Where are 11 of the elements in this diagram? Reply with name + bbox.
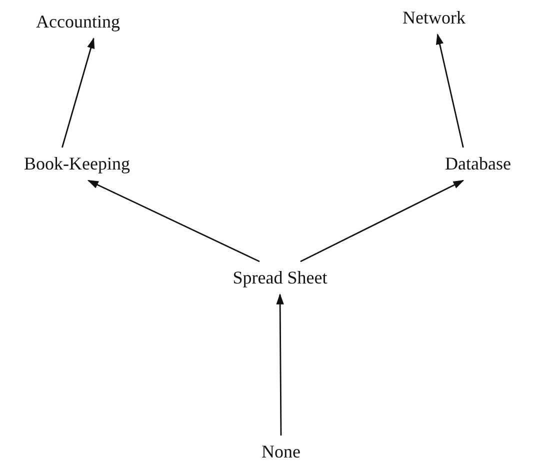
node-label: Database: [445, 154, 511, 174]
arrow: [87, 180, 260, 262]
node-label: Book-Keeping: [24, 154, 130, 174]
node-label: Spread Sheet: [232, 268, 328, 288]
arrow: [276, 293, 284, 436]
arrow: [62, 37, 95, 148]
node-label: None: [262, 442, 300, 462]
arrow: [436, 33, 464, 148]
arrow: [300, 180, 464, 262]
node-label: Network: [402, 8, 466, 28]
node-label: Accounting: [36, 12, 120, 32]
